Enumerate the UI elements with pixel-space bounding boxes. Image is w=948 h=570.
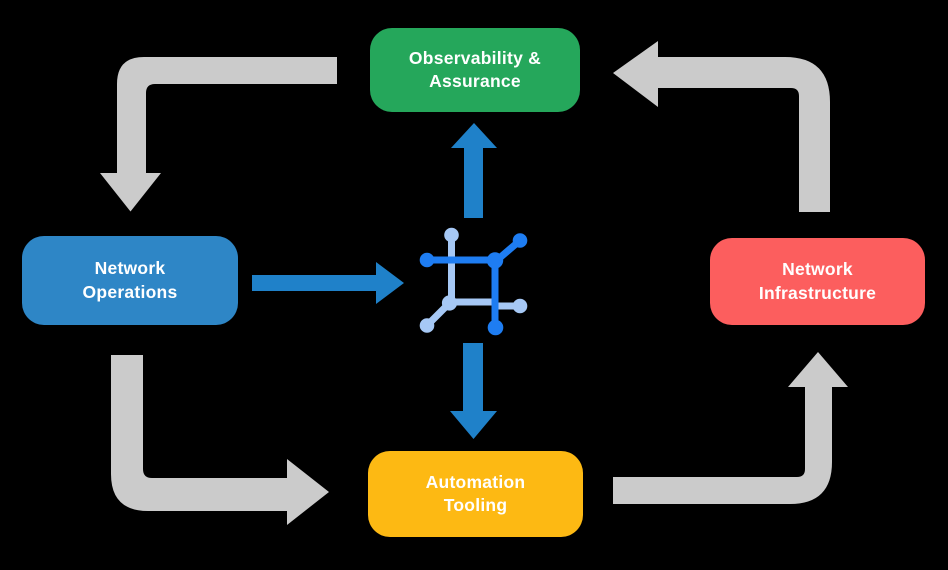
node-label-line: Observability & [408,47,542,68]
arrow-automation-to-infrastructure [613,352,848,504]
node-label-line: Tooling [443,495,508,515]
arrow-center-to-observability [451,123,497,218]
node-label-line: Infrastructure [758,282,877,303]
network-mesh-icon [419,227,528,336]
arrow-center-to-automation [450,343,497,439]
arrow-operations-to-automation [111,355,329,525]
node-network-operations: Network Operations [22,236,238,325]
node-network-infrastructure: Network Infrastructure [710,238,925,325]
node-label-line: Assurance [429,71,521,91]
node-observability-assurance: Observability & Assurance [370,28,580,112]
arrow-operations-to-center [252,262,404,304]
node-label-line: Operations [82,281,178,302]
arrow-observability-to-operations [100,57,337,212]
node-label-line: Network [94,258,166,279]
node-label-line: Automation [425,471,526,492]
node-automation-tooling: Automation Tooling [368,451,583,537]
arrow-infrastructure-to-observability [613,41,830,212]
node-label-line: Network [782,259,853,280]
